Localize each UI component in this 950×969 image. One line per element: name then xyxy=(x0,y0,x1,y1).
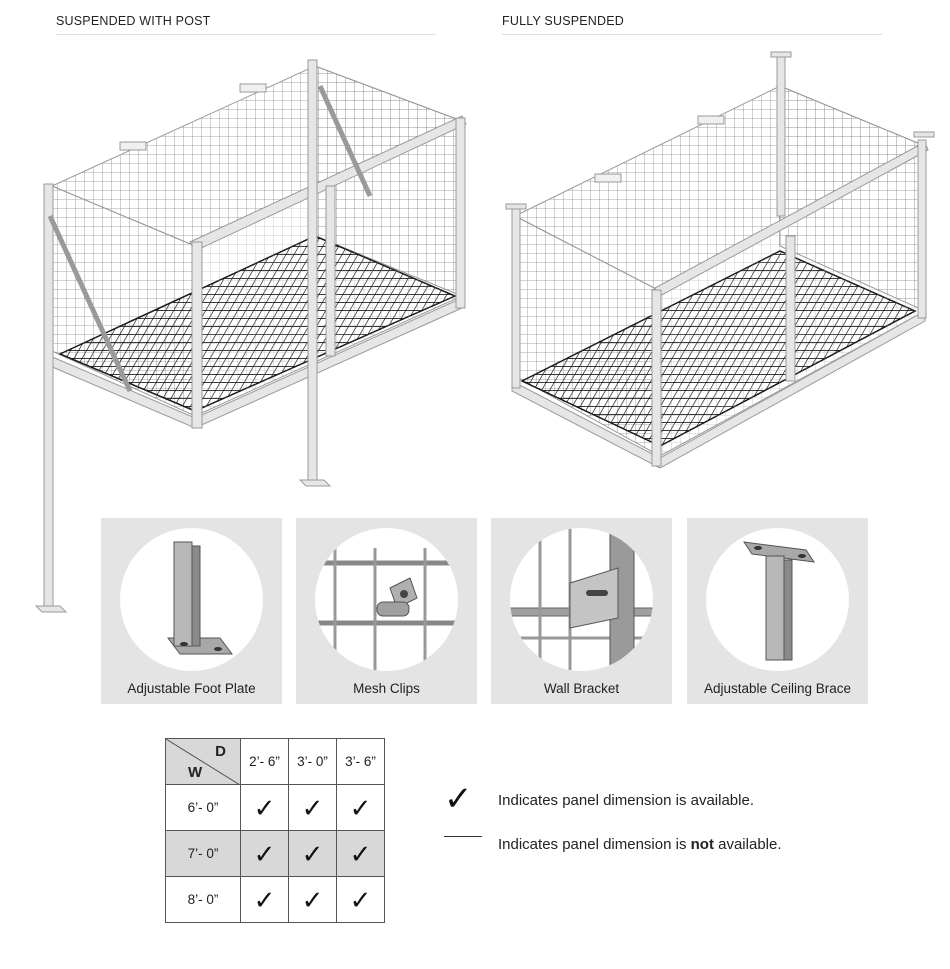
table-row: 6’- 0” ✓ ✓ ✓ xyxy=(165,784,385,831)
table-cell: ✓ xyxy=(336,876,385,923)
table-cell: ✓ xyxy=(240,876,289,923)
column-header: 3’- 0” xyxy=(288,738,337,785)
part-card-adjustable-foot-plate: Adjustable Foot Plate xyxy=(101,518,282,704)
part-label: Wall Bracket xyxy=(543,681,620,696)
ceiling-brace-icon xyxy=(706,528,849,671)
part-label: Adjustable Foot Plate xyxy=(127,681,256,696)
depth-label: D xyxy=(215,743,226,760)
row-header: 7’- 0” xyxy=(165,830,241,877)
table-corner-cell: D W xyxy=(165,738,241,785)
foot-plate-icon xyxy=(120,528,263,671)
legend-text-suffix: available. xyxy=(713,836,782,853)
dash-line-icon xyxy=(444,826,484,846)
checkmark-icon: ✓ xyxy=(349,884,372,915)
column-header: 3’- 6” xyxy=(336,738,385,785)
part-label: Adjustable Ceiling Brace xyxy=(703,681,852,696)
checkmark-icon: ✓ xyxy=(253,884,276,915)
table-cell: ✓ xyxy=(240,784,289,831)
legend-text-emphasis: not xyxy=(690,836,714,853)
part-card-adjustable-ceiling-brace: Adjustable Ceiling Brace xyxy=(687,518,868,704)
table-cell: ✓ xyxy=(240,830,289,877)
section-title-fully-suspended: FULLY SUSPENDED xyxy=(502,14,882,35)
table-row: 8’- 0” ✓ ✓ ✓ xyxy=(165,876,385,923)
table-header-row: D W 2’- 6” 3’- 0” 3’- 6” xyxy=(165,738,385,785)
legend-available: ✓ Indicates panel dimension is available… xyxy=(444,780,754,818)
table-cell: ✓ xyxy=(336,830,385,877)
checkmark-icon: ✓ xyxy=(301,838,324,869)
corner-diagonal xyxy=(166,739,240,785)
checkmark-icon: ✓ xyxy=(253,838,276,869)
table-cell: ✓ xyxy=(336,784,385,831)
legend-text-prefix: Indicates panel dimension is xyxy=(498,836,691,853)
checkmark-icon: ✓ xyxy=(349,792,372,823)
checkmark-icon: ✓ xyxy=(349,838,372,869)
section-title-suspended-with-post: SUSPENDED WITH POST xyxy=(56,14,436,35)
legend-not-available: Indicates panel dimension is not availab… xyxy=(444,826,782,853)
checkmark-icon: ✓ xyxy=(301,884,324,915)
table-cell: ✓ xyxy=(288,876,337,923)
legend-available-text: Indicates panel dimension is available. xyxy=(498,792,754,809)
checkmark-icon: ✓ xyxy=(253,792,276,823)
part-card-mesh-clips: Mesh Clips xyxy=(296,518,477,704)
table-cell: ✓ xyxy=(288,784,337,831)
column-header: 2’- 6” xyxy=(240,738,289,785)
checkmark-icon: ✓ xyxy=(301,792,324,823)
suspended-with-post-illustration xyxy=(34,59,467,613)
row-header: 8’- 0” xyxy=(165,876,241,923)
dimension-availability-table: D W 2’- 6” 3’- 0” 3’- 6” 6’- 0” ✓ ✓ ✓ 7’… xyxy=(165,738,385,923)
row-header: 6’- 0” xyxy=(165,784,241,831)
checkmark-icon: ✓ xyxy=(444,780,473,818)
width-label: W xyxy=(188,764,203,781)
legend-not-available-text: Indicates panel dimension is not availab… xyxy=(498,836,782,853)
fully-suspended-illustration xyxy=(505,51,935,469)
mesh-clip-icon xyxy=(315,528,458,671)
table-row: 7’- 0” ✓ ✓ ✓ xyxy=(165,830,385,877)
part-card-wall-bracket: Wall Bracket xyxy=(491,518,672,704)
table-cell: ✓ xyxy=(288,830,337,877)
part-label: Mesh Clips xyxy=(353,681,420,696)
wall-bracket-icon xyxy=(510,528,653,671)
